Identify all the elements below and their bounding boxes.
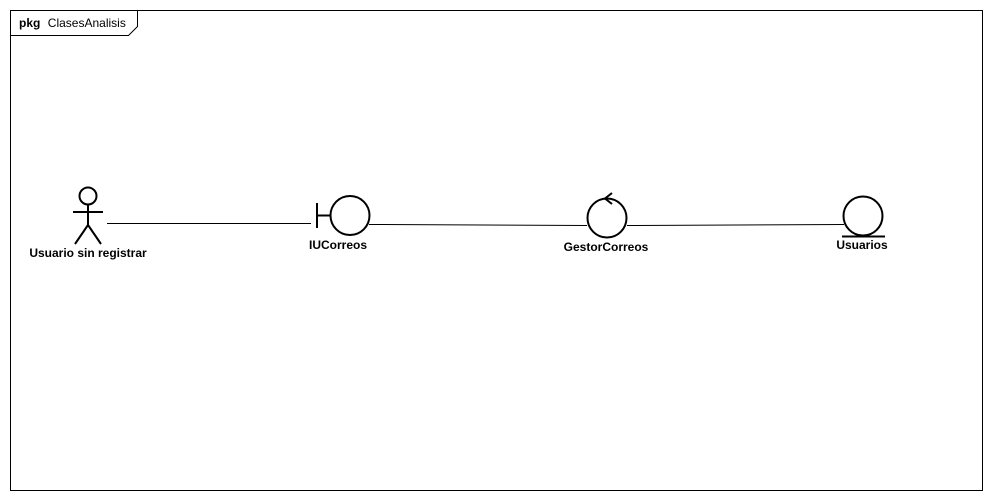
association-boundary-control[interactable]	[368, 224, 588, 226]
control-icon	[586, 192, 628, 239]
package-tab	[10, 10, 138, 36]
package-name: ClasesAnalisis	[48, 16, 126, 30]
association-control-entity[interactable]	[626, 224, 845, 226]
boundary-icon	[316, 195, 371, 236]
entity-usuarios[interactable]: Usuarios	[836, 195, 888, 253]
package-border	[10, 10, 983, 491]
entity-label: Usuarios	[836, 238, 888, 252]
boundary-iucorreos[interactable]: IUCorreos	[309, 195, 371, 252]
associations	[107, 223, 845, 226]
package-title: pkg ClasesAnalisis	[19, 14, 126, 31]
actor-label: Usuario sin registrar	[29, 246, 147, 260]
control-label: GestorCorreos	[564, 240, 649, 254]
entity-icon	[842, 195, 885, 238]
actor-stick-figure-icon	[73, 186, 103, 245]
control-gestorcorreos[interactable]: GestorCorreos	[564, 192, 649, 254]
package-frame: pkg ClasesAnalisis	[10, 10, 983, 491]
package-keyword: pkg	[19, 16, 40, 30]
boundary-label: IUCorreos	[309, 238, 367, 252]
actor-usuario-sin-registrar[interactable]: Usuario sin registrar	[29, 186, 147, 261]
